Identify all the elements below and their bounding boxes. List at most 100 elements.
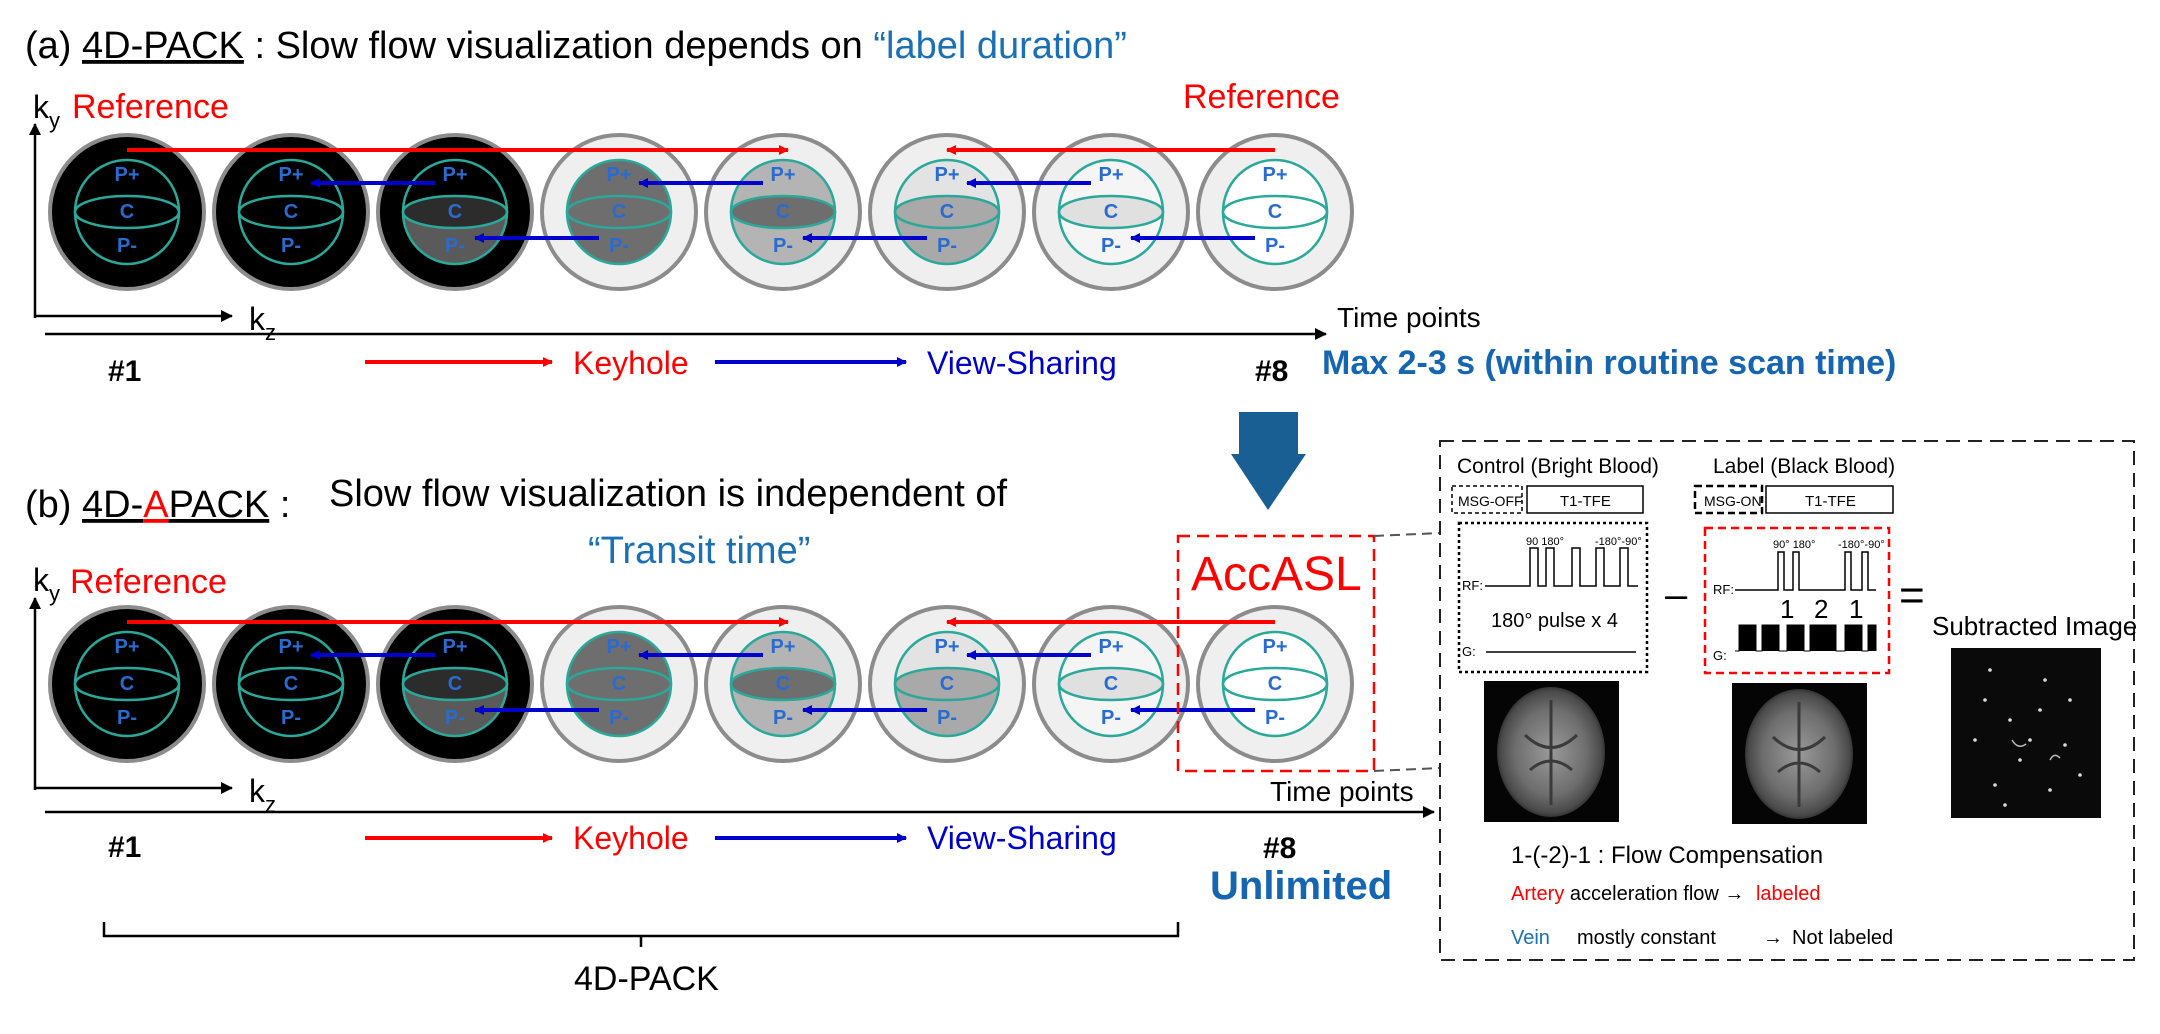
sphere-band (567, 196, 671, 228)
vein-arrow: → (1763, 927, 1783, 949)
kspace-sphere: P+CP- (212, 605, 370, 763)
sphere-equator (729, 666, 837, 702)
panel-b: (b) 4D-APACK : Slow flow visualization i… (25, 473, 1441, 998)
sphere-bottom-cap (895, 212, 999, 264)
gradient-label-2: 2 (1814, 594, 1828, 624)
sphere-label-top: P+ (442, 636, 467, 658)
sphere-label-center: C (612, 673, 626, 695)
sphere-top-cap (1223, 632, 1327, 684)
sphere-bottom-cap (75, 684, 179, 736)
gradient-trace-label (1735, 624, 1877, 652)
sphere-equator (565, 194, 673, 230)
sphere-top-cap (895, 160, 999, 212)
sphere-bottom-cap (567, 212, 671, 264)
last-timepoint-b: #8 (1263, 832, 1296, 865)
sphere-label-bottom: P- (117, 707, 137, 729)
artery-line: Artery acceleration flow → labeled (1511, 883, 1821, 905)
vessel-speck (2038, 708, 2042, 712)
sphere-label-center: C (120, 673, 134, 695)
t1tfe-label: T1-TFE (1805, 493, 1856, 510)
sphere-top-cap (239, 632, 343, 684)
kspace-sphere: P+CP- (540, 133, 698, 291)
sphere-equator (1221, 666, 1329, 702)
sphere-label-center: C (612, 201, 626, 223)
sphere-bottom-cap (75, 212, 179, 264)
vessel-speck (1973, 738, 1977, 742)
rf-trace-label (1735, 551, 1876, 591)
equals-sign: = (1899, 571, 1925, 620)
sphere-band (403, 196, 507, 228)
view-sharing-legend: View-Sharing (927, 345, 1117, 381)
brace-label: 4D-PACK (574, 960, 719, 998)
sphere-band (403, 668, 507, 700)
sphere-equator (401, 666, 509, 702)
vessel-speck (2063, 743, 2067, 747)
sphere-label-bottom: P- (1265, 707, 1285, 729)
g-label-control: G: (1462, 644, 1476, 659)
inset-frame (1439, 440, 2135, 961)
panel-b-title-line2: “Transit time” (588, 530, 810, 572)
vessel-speck (2018, 758, 2022, 762)
kspace-sphere: P+CP- (48, 605, 206, 763)
msg-off: MSG-OFF (1458, 493, 1523, 509)
minus-sign: – (1665, 573, 1688, 617)
kspace-sphere: P+CP- (868, 605, 1026, 763)
sphere-top-cap (731, 160, 835, 212)
view-sharing-legend-b: View-Sharing (927, 820, 1117, 856)
sphere-label-bottom: P- (1101, 235, 1121, 257)
sphere-band (1223, 196, 1327, 228)
kz-label-b: kz (249, 773, 276, 817)
vessel-speck (2003, 803, 2007, 807)
sphere-top-cap (895, 632, 999, 684)
vessel-speck (1993, 783, 1997, 787)
g-label-label: G: (1713, 648, 1727, 663)
panel-b-title-line1: Slow flow visualization is independent o… (329, 473, 1008, 515)
msg-off-box (1451, 485, 1523, 514)
sphere-bottom-cap (239, 212, 343, 264)
sphere-band (75, 196, 179, 228)
ky-label: ky (33, 89, 60, 133)
sphere-equator (237, 666, 345, 702)
label-sequence-box (1703, 526, 1891, 675)
sphere-band (239, 668, 343, 700)
sphere-label-center: C (1104, 673, 1118, 695)
reference-left: Reference (72, 88, 229, 126)
sphere-equator (401, 194, 509, 230)
sphere-bottom-cap (567, 684, 671, 736)
sphere-top-cap (1059, 632, 1163, 684)
ky-label-b: ky (33, 562, 60, 606)
sphere-equator (565, 666, 673, 702)
sphere-label-top: P+ (1262, 164, 1287, 186)
kspace-sphere: P+CP- (376, 605, 534, 763)
sphere-label-top: P+ (442, 164, 467, 186)
first-timepoint-b: #1 (108, 831, 141, 864)
down-arrow-icon (1231, 412, 1306, 510)
sphere-label-top: P+ (770, 636, 795, 658)
sphere-label-bottom: P- (773, 707, 793, 729)
sphere-label-bottom: P- (937, 235, 957, 257)
sphere-band (731, 668, 835, 700)
sphere-label-top: P+ (934, 636, 959, 658)
sphere-bottom-cap (731, 212, 835, 264)
sphere-bottom-cap (731, 684, 835, 736)
keyhole-legend-b: Keyhole (573, 820, 689, 856)
sphere-label-center: C (776, 201, 790, 223)
kspace-sphere: P+CP- (1032, 133, 1190, 291)
label-pulse-label-right: -180°-90° (1838, 539, 1885, 551)
sphere-bottom-cap (1223, 212, 1327, 264)
sphere-label-bottom: P- (281, 235, 301, 257)
sphere-bottom-cap (895, 684, 999, 736)
sphere-equator (237, 194, 345, 230)
sphere-equator (893, 194, 1001, 230)
sphere-equator (1057, 666, 1165, 702)
sphere-top-cap (403, 160, 507, 212)
sphere-label-bottom: P- (1101, 707, 1121, 729)
kspace-sphere: P+CP- (704, 133, 862, 291)
sphere-label-bottom: P- (609, 235, 629, 257)
vessel-speck (2028, 738, 2032, 742)
vessel-speck (2068, 698, 2072, 702)
panel-a-quote: “label duration” (873, 25, 1126, 67)
sphere-top-cap (239, 160, 343, 212)
brace (102, 922, 1180, 947)
